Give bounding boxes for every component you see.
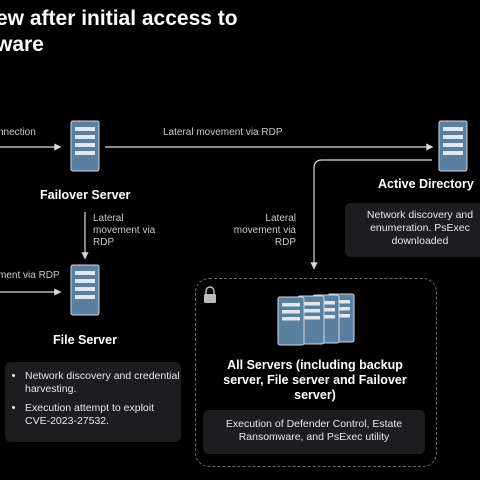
lock-icon [204, 286, 216, 303]
edge-label-lateral-rdp-top: Lateral movement via RDP [163, 127, 283, 138]
file-server-label: File Server [53, 333, 117, 347]
edge-label-lateral-down: Lateral movement via RDP [93, 213, 156, 248]
edge-label-lateral-ad-down: Lateral movement via RDP [233, 213, 296, 248]
file-server-notes: Network discovery and credential harvest… [5, 362, 181, 442]
all-servers-label: All Servers (including backup server, Fi… [223, 358, 407, 402]
all-servers-icon [276, 292, 360, 348]
edge-label-connection: nnection [0, 127, 36, 138]
diagram-title: ew after initial access to ware [0, 7, 238, 56]
file-server-note-item: Network discovery and credential harvest… [25, 370, 181, 396]
file-server-note-item: Execution attempt to exploit CVE-2023-27… [25, 402, 181, 428]
all-servers-group [195, 278, 437, 467]
edge-ad-to-all-servers [310, 159, 432, 270]
failover-server-icon [70, 120, 100, 172]
active-directory-note: Network discovery and enumeration. PsExe… [345, 203, 480, 257]
file-server-icon [70, 264, 100, 316]
failover-server-label: Failover Server [40, 188, 131, 202]
edge-label-ment-via-rdp: ment via RDP [0, 270, 60, 281]
active-directory-label: Active Directory [378, 177, 474, 191]
execution-note: Execution of Defender Control, Estate Ra… [203, 410, 425, 454]
active-directory-icon [438, 120, 468, 172]
